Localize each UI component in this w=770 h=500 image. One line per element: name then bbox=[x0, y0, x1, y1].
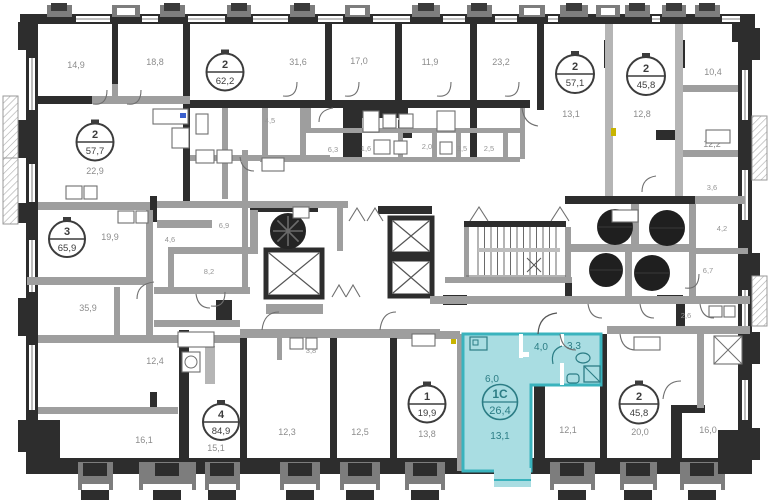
svg-text:12,2: 12,2 bbox=[703, 139, 721, 149]
svg-text:6,3: 6,3 bbox=[328, 145, 338, 154]
svg-text:13,1: 13,1 bbox=[562, 109, 580, 119]
svg-text:12,3: 12,3 bbox=[278, 427, 296, 437]
svg-text:65,9: 65,9 bbox=[58, 243, 77, 254]
svg-text:13,1: 13,1 bbox=[490, 431, 510, 442]
svg-text:12,4: 12,4 bbox=[146, 356, 164, 366]
svg-text:4: 4 bbox=[218, 409, 225, 421]
svg-text:2,6: 2,6 bbox=[681, 311, 691, 320]
svg-text:18,8: 18,8 bbox=[146, 57, 164, 67]
svg-text:4,5: 4,5 bbox=[265, 116, 275, 125]
svg-text:2,5: 2,5 bbox=[484, 144, 494, 153]
svg-text:16,1: 16,1 bbox=[135, 435, 153, 445]
svg-text:3: 3 bbox=[64, 226, 70, 238]
svg-text:12,1: 12,1 bbox=[559, 425, 577, 435]
svg-text:57,1: 57,1 bbox=[566, 78, 585, 89]
svg-text:15,1: 15,1 bbox=[207, 443, 225, 453]
svg-text:19,9: 19,9 bbox=[418, 408, 437, 419]
svg-text:14,9: 14,9 bbox=[67, 60, 85, 70]
svg-text:35,9: 35,9 bbox=[79, 303, 97, 313]
svg-text:8,2: 8,2 bbox=[204, 267, 214, 276]
svg-text:62,2: 62,2 bbox=[216, 76, 235, 87]
svg-text:3,6: 3,6 bbox=[707, 183, 717, 192]
svg-text:20,0: 20,0 bbox=[631, 427, 649, 437]
svg-text:3,8: 3,8 bbox=[306, 346, 316, 355]
svg-text:23,2: 23,2 bbox=[492, 57, 510, 67]
svg-text:4,6: 4,6 bbox=[165, 235, 175, 244]
svg-text:45,8: 45,8 bbox=[630, 408, 649, 419]
svg-text:2: 2 bbox=[643, 63, 649, 75]
svg-text:19,9: 19,9 bbox=[101, 232, 119, 242]
svg-text:2: 2 bbox=[92, 129, 98, 141]
svg-text:4,2: 4,2 bbox=[717, 224, 727, 233]
svg-text:1: 1 bbox=[424, 391, 430, 403]
svg-text:31,6: 31,6 bbox=[289, 57, 307, 67]
svg-text:6,9: 6,9 bbox=[219, 221, 229, 230]
svg-text:16,0: 16,0 bbox=[699, 425, 717, 435]
svg-text:17,0: 17,0 bbox=[350, 56, 368, 66]
svg-text:2: 2 bbox=[572, 61, 578, 73]
svg-text:57,7: 57,7 bbox=[86, 146, 105, 157]
svg-text:22,9: 22,9 bbox=[86, 166, 104, 176]
svg-text:6,0: 6,0 bbox=[485, 374, 499, 385]
svg-text:10,4: 10,4 bbox=[704, 67, 722, 77]
svg-text:84,9: 84,9 bbox=[212, 426, 231, 437]
svg-text:11,9: 11,9 bbox=[422, 57, 439, 67]
svg-text:12,8: 12,8 bbox=[633, 109, 651, 119]
svg-text:3,5: 3,5 bbox=[457, 144, 467, 153]
svg-text:4,0: 4,0 bbox=[534, 342, 548, 353]
svg-text:26,4: 26,4 bbox=[489, 405, 510, 417]
svg-text:2: 2 bbox=[222, 59, 228, 71]
svg-text:12,5: 12,5 bbox=[351, 427, 369, 437]
svg-text:45,8: 45,8 bbox=[637, 80, 656, 91]
svg-text:1,6: 1,6 bbox=[361, 144, 371, 153]
svg-text:1С: 1С bbox=[492, 387, 508, 401]
svg-text:2: 2 bbox=[636, 391, 642, 403]
svg-text:3,3: 3,3 bbox=[567, 341, 581, 352]
svg-text:2,0: 2,0 bbox=[422, 142, 432, 151]
svg-text:13,8: 13,8 bbox=[418, 429, 436, 439]
svg-text:6,7: 6,7 bbox=[703, 266, 713, 275]
